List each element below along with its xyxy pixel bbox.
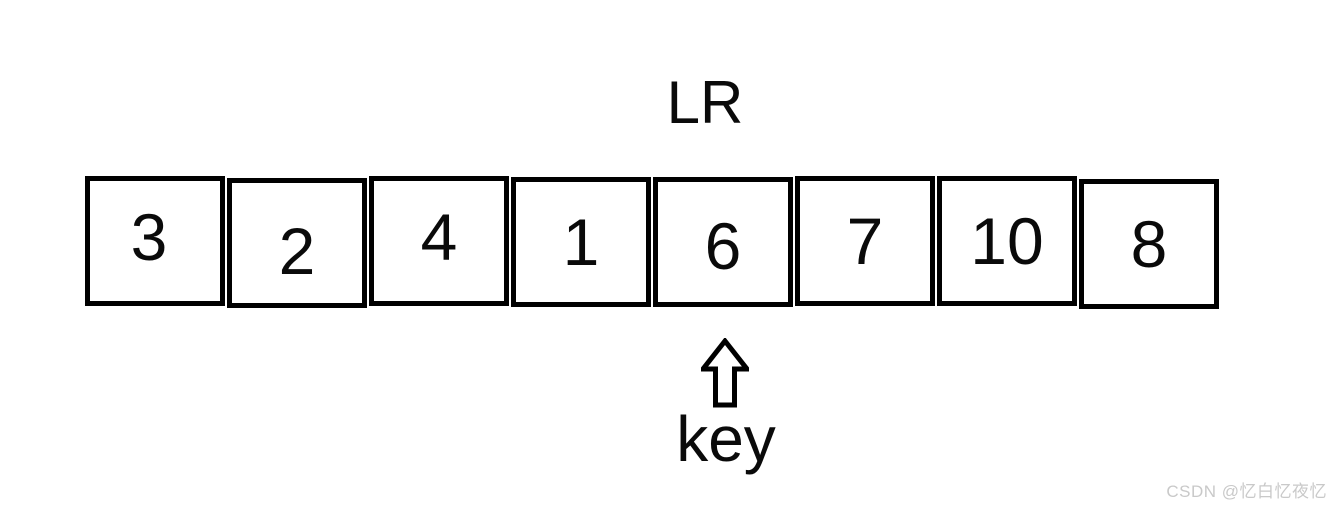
array-cell-value: 3 [130, 200, 168, 274]
csdn-watermark: CSDN @忆白忆夜忆 [1166, 482, 1327, 501]
array-cell: 6 [653, 177, 793, 307]
up-arrow-icon [697, 336, 753, 408]
array-cell: 4 [369, 176, 509, 306]
array-cell-value: 2 [278, 214, 316, 288]
array-cell-value: 8 [1130, 207, 1168, 281]
array-cell: 10 [937, 176, 1077, 306]
lr-pointer-label: LR [666, 69, 744, 136]
array-cell: 2 [227, 178, 367, 308]
array-cell: 8 [1079, 179, 1219, 309]
array-cell-value: 1 [562, 205, 600, 279]
array-cell: 7 [795, 176, 935, 306]
array-cell: 3 [85, 176, 225, 306]
array-cell-value: 4 [420, 200, 458, 274]
array-row: 3 2 4 1 6 7 10 8 [85, 176, 1221, 309]
array-cell-value: 10 [970, 204, 1044, 278]
array-cell: 1 [511, 177, 651, 307]
array-cell-value: 6 [704, 209, 742, 283]
key-pointer-label: key [676, 403, 776, 475]
array-cell-value: 7 [846, 204, 884, 278]
